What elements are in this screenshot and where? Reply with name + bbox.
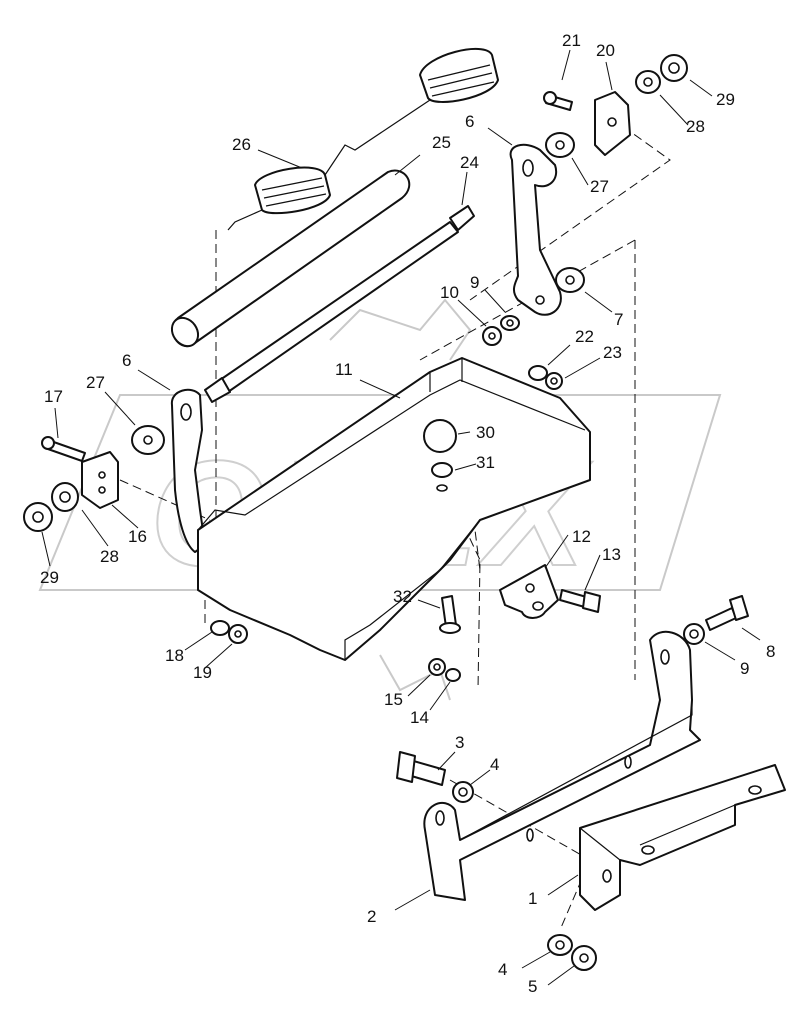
label-10: 10 bbox=[440, 283, 459, 302]
leader-lines bbox=[41, 49, 761, 986]
label-12: 12 bbox=[572, 527, 591, 546]
washer-part-28-right bbox=[635, 70, 661, 94]
label-4-bottom: 4 bbox=[498, 960, 507, 979]
label-11: 11 bbox=[335, 360, 353, 379]
bolt-part-8 bbox=[705, 595, 749, 631]
label-17: 17 bbox=[44, 387, 63, 406]
part-number-labels: 26 25 24 6 21 20 29 28 27 7 10 9 22 23 1… bbox=[40, 31, 775, 996]
washer-part-28-left bbox=[51, 482, 79, 512]
bracket-part-1 bbox=[579, 764, 786, 911]
washer-part-9-top bbox=[500, 315, 520, 331]
link-plate-part-6-right bbox=[509, 143, 562, 316]
washer-part-27-left bbox=[131, 425, 165, 455]
washer-part-22 bbox=[528, 365, 548, 381]
washer-part-4-bottom bbox=[547, 934, 573, 956]
label-19: 19 bbox=[193, 663, 212, 682]
bracket-part-12 bbox=[499, 564, 559, 619]
nut-part-5 bbox=[571, 945, 597, 971]
label-6-left: 6 bbox=[122, 351, 131, 370]
nut-part-29-right bbox=[660, 54, 688, 82]
label-7: 7 bbox=[614, 310, 623, 329]
nut-part-10 bbox=[482, 326, 502, 346]
label-20: 20 bbox=[596, 41, 615, 60]
housing-part-11 bbox=[197, 357, 591, 661]
label-3: 3 bbox=[455, 733, 464, 752]
nut-part-19 bbox=[228, 624, 248, 644]
tube-part-25 bbox=[170, 169, 411, 348]
label-15: 15 bbox=[384, 690, 403, 709]
bushing-part-31 bbox=[431, 462, 453, 492]
washer-part-14 bbox=[445, 668, 461, 682]
label-18: 18 bbox=[165, 646, 184, 665]
label-16: 16 bbox=[128, 527, 147, 546]
label-8: 8 bbox=[766, 642, 775, 661]
cap-part-30 bbox=[423, 419, 457, 453]
label-24: 24 bbox=[460, 153, 479, 172]
bolt-part-17 bbox=[41, 436, 86, 462]
nut-part-29-left bbox=[23, 502, 53, 532]
label-2: 2 bbox=[367, 907, 376, 926]
label-21: 21 bbox=[562, 31, 581, 50]
nut-part-23 bbox=[545, 372, 563, 390]
label-6-right: 6 bbox=[465, 112, 474, 131]
rod-part-24 bbox=[204, 205, 475, 403]
label-25: 25 bbox=[432, 133, 451, 152]
bracket-part-2 bbox=[423, 630, 701, 901]
bolt-part-32 bbox=[439, 595, 461, 634]
label-5: 5 bbox=[528, 977, 537, 996]
bracket-part-16 bbox=[81, 451, 119, 509]
label-26: 26 bbox=[232, 135, 251, 154]
nut-part-15 bbox=[428, 658, 446, 676]
label-29-right: 29 bbox=[716, 90, 735, 109]
label-27-left: 27 bbox=[86, 373, 105, 392]
label-28-left: 28 bbox=[100, 547, 119, 566]
label-32: 32 bbox=[393, 587, 412, 606]
label-23: 23 bbox=[603, 343, 622, 362]
washer-part-9-bottom bbox=[683, 623, 705, 645]
label-14: 14 bbox=[410, 708, 429, 727]
label-9-top: 9 bbox=[470, 273, 479, 292]
washer-part-27-right bbox=[545, 132, 575, 158]
bolt-part-13 bbox=[559, 589, 601, 613]
label-30: 30 bbox=[476, 423, 495, 442]
bracket-part-20 bbox=[594, 91, 631, 156]
label-27-right: 27 bbox=[590, 177, 609, 196]
spring-part-26 bbox=[227, 47, 499, 231]
label-13: 13 bbox=[602, 545, 621, 564]
bolt-part-3 bbox=[396, 751, 446, 786]
washer-part-7 bbox=[555, 267, 585, 293]
washer-part-18 bbox=[210, 620, 230, 636]
bolt-part-21 bbox=[543, 91, 573, 111]
label-31: 31 bbox=[476, 453, 495, 472]
label-4-top: 4 bbox=[490, 755, 499, 774]
label-28-right: 28 bbox=[686, 117, 705, 136]
label-29-left: 29 bbox=[40, 568, 59, 587]
label-22: 22 bbox=[575, 327, 594, 346]
label-9-bottom: 9 bbox=[740, 659, 749, 678]
washer-part-4-top bbox=[452, 781, 474, 803]
label-1: 1 bbox=[528, 889, 537, 908]
